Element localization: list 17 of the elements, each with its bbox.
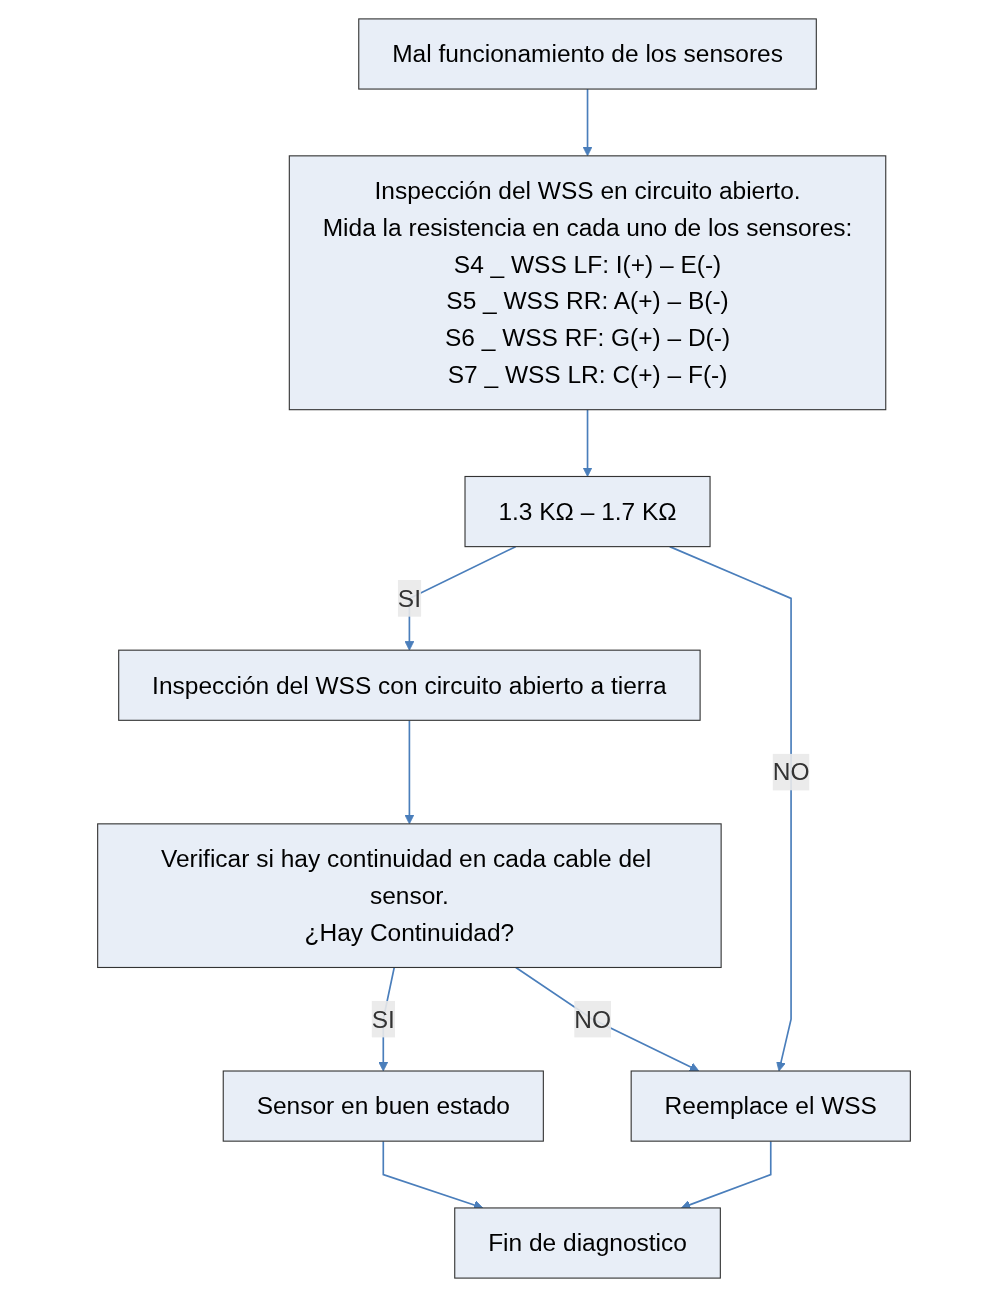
node-box: 1.3 KΩ – 1.7 KΩ bbox=[464, 475, 711, 548]
edge-label: NO bbox=[772, 758, 810, 786]
edge-label: NO bbox=[574, 1005, 611, 1034]
arrow bbox=[582, 88, 593, 157]
arrow bbox=[515, 966, 700, 1072]
arrow bbox=[404, 719, 415, 825]
edge-label: SI bbox=[371, 1005, 395, 1034]
arrow bbox=[582, 408, 593, 477]
arrow bbox=[668, 545, 792, 1072]
edge-label: SI bbox=[397, 584, 421, 613]
node-box: Inspección del WSS en circuito abierto. Mida la resistencia en cada uno de los sensores: S4 _ WSS LF: I(+) – E(-) S5 _ WSS RR: A(+) – B(-) S6 _ WSS RF: G(+) – D(-) S7 _ WSS LR: C(+) – F(-) bbox=[288, 155, 887, 411]
node-box: Mal funcionamiento de los sensores bbox=[358, 18, 817, 90]
node-box: Verificar si hay continuidad en cada cable del sensor. ¿Hay Continuidad? bbox=[97, 823, 722, 969]
node-box: Sensor en buen estado bbox=[222, 1070, 544, 1142]
node-box: Inspección del WSS con circuito abierto a tierra bbox=[118, 649, 701, 721]
node-box: Fin de diagnostico bbox=[454, 1207, 721, 1279]
node-box: Reemplace el WSS bbox=[630, 1070, 911, 1142]
